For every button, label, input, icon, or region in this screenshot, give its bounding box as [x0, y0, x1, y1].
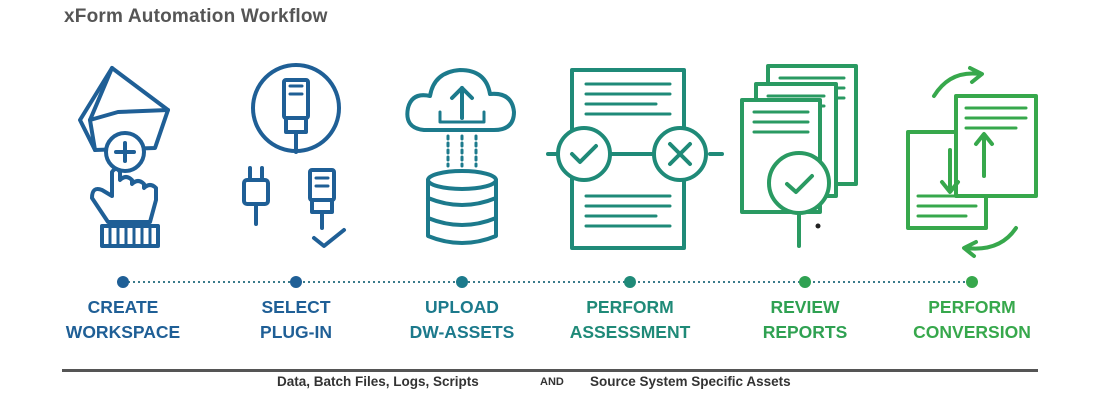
timeline-dot-1 — [117, 276, 129, 288]
page-title: xForm Automation Workflow — [64, 6, 328, 27]
step-label-upload-dw-assets: UPLOAD DW-ASSETS — [409, 297, 515, 342]
step-label-select-plugin: SELECT PLUG-IN — [260, 297, 332, 342]
marker-dot — [815, 223, 821, 229]
footer-right-text: Source System Specific Assets — [590, 374, 791, 389]
footer-and-text: AND — [540, 376, 564, 388]
conversion-documents-icon — [906, 66, 1038, 258]
workspace-hand-icon — [78, 66, 170, 248]
review-reports-icon — [740, 64, 858, 248]
assessment-document-icon — [546, 68, 724, 250]
timeline-dot-3 — [456, 276, 468, 288]
cloud-upload-database-icon — [405, 68, 516, 245]
timeline-dot-5 — [799, 276, 811, 288]
timeline-dot-6 — [966, 276, 978, 288]
step-label-review-reports: REVIEW REPORTS — [762, 297, 848, 342]
timeline-dot-4 — [624, 276, 636, 288]
footer-left-text: Data, Batch Files, Logs, Scripts — [277, 374, 479, 389]
footer-divider — [62, 369, 1038, 372]
timeline-dot-2 — [290, 276, 302, 288]
step-label-perform-assessment: PERFORM ASSESSMENT — [569, 297, 691, 342]
step-label-create-workspace: CREATE WORKSPACE — [65, 297, 181, 342]
plugin-icon — [242, 63, 346, 248]
step-label-perform-conversion: PERFORM CONVERSION — [913, 297, 1031, 342]
